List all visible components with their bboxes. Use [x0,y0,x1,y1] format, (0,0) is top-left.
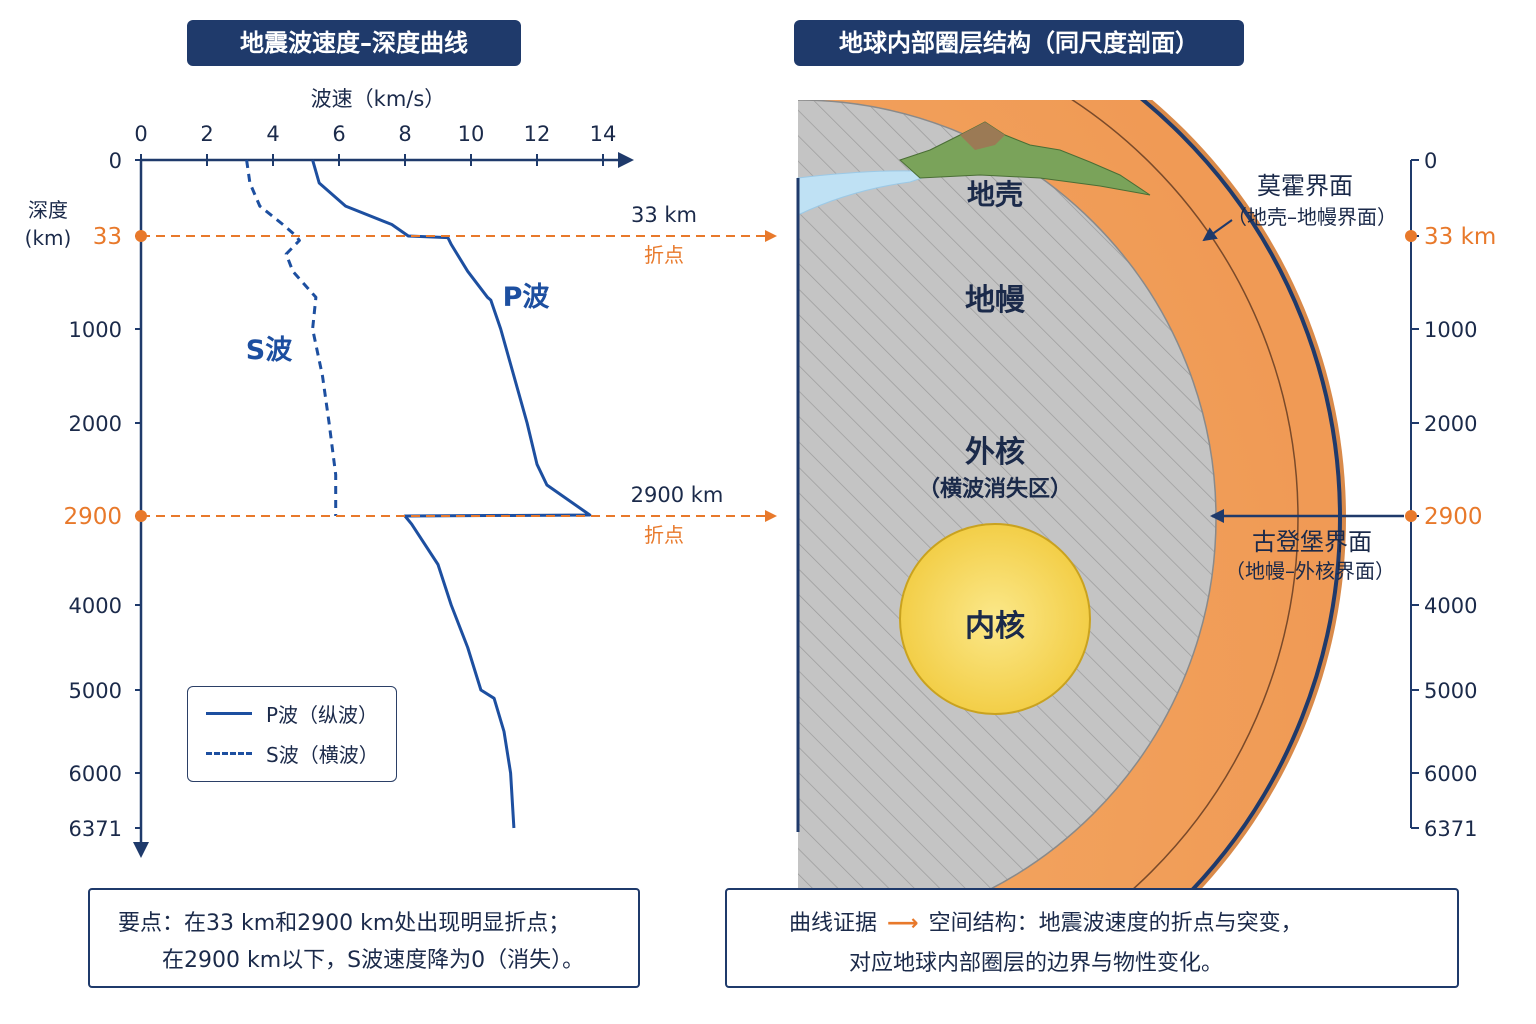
earth-cross-section [798,100,1346,900]
y-axis-label-line2: (km) [25,226,72,250]
mountain-peak-shape [960,122,1005,150]
right-tick-dot [1405,230,1417,242]
y-tick-label: 1000 [69,318,122,342]
connector-33-dot [135,230,147,242]
conclusion-line1: 曲线证据 ⟶ 空间结构：地震波速度的折点与突变， [789,905,1303,937]
left-panel-title: 地震波速度–深度曲线 [187,20,521,66]
key-points-box: 要点：在33 km和2900 km处出现明显折点； 在2900 km以下，S波速… [88,888,640,988]
right-tick-label: 6371 [1424,817,1477,841]
inner-core-disc [899,523,1091,715]
right-tick-label: 33 km [1424,224,1496,250]
x-tick-label: 8 [398,122,411,146]
legend-label-p: P波（纵波） [266,702,379,727]
y-tick-label: 4000 [69,594,122,618]
right-tick-label: 5000 [1424,679,1477,703]
arrow-right-icon: ⟶ [887,911,919,936]
x-tick-label: 0 [134,122,147,146]
right-tick-label: 4000 [1424,594,1477,618]
right-tick-label: 0 [1424,149,1437,173]
x-tick-label: 4 [266,122,279,146]
chart-legend: P波（纵波） S波（横波） [187,686,397,782]
dashed-line-icon [206,751,252,755]
conclusion-left-text: 曲线证据 [789,911,878,936]
outer-core-label: 外核 [965,435,1025,470]
connector-2900-label: 折点 [644,523,684,547]
y-tick-label: 6371 [69,817,122,841]
right-tick-label: 2900 [1424,504,1483,530]
connector-33-value: 33 km [631,203,697,227]
p-wave-annotation: P波 [503,282,551,313]
crust-label: 地壳 [967,178,1023,211]
connector-2900-value: 2900 km [631,483,724,507]
key-points-line1: 要点：在33 km和2900 km处出现明显折点； [118,911,571,936]
y-tick-label: 2000 [69,412,122,436]
conclusion-box: 曲线证据 ⟶ 空间结构：地震波速度的折点与突变， 对应地球内部圈层的边界与物性变化。 [725,888,1459,988]
crust-inner-boundary [1070,100,1299,900]
right-tick-dot [1405,510,1417,522]
legend-item-p: P波（纵波） [206,701,379,727]
legend-item-s: S波（横波） [206,741,379,767]
gutenberg-name: 古登堡界面 [1252,528,1372,556]
s-wave-annotation: S波 [246,335,293,366]
moho-desc: （地壳–地幔界面） [1227,205,1397,229]
legend-label-s: S波（横波） [266,742,379,767]
conclusion-line2: 对应地球内部圈层的边界与物性变化。 [849,951,1224,976]
x-tick-label: 10 [458,122,485,146]
y-axis-label-line1: 深度 [28,198,68,222]
y-axis-arrow-icon [133,842,149,858]
velocity-depth-chart: 波速（km/s） 深度 (km) 0 2 4 6 8 10 12 14 0 33 1000 2000… [25,87,777,858]
x-axis-label: 波速（km/s） [311,87,446,111]
right-tick-label: 2000 [1424,412,1477,436]
y-tick-label: 2900 [63,504,122,530]
right-tick-label: 1000 [1424,318,1477,342]
inner-core-label: 内核 [965,609,1025,644]
x-tick-label: 6 [332,122,345,146]
y-tick-label: 5000 [69,679,122,703]
moho-arrow [1202,219,1233,242]
x-tick-label: 14 [590,122,617,146]
connector-2900-dot [135,510,147,522]
conclusion-right-text: 空间结构：地震波速度的折点与突变， [928,911,1303,936]
right-tick-label: 6000 [1424,762,1477,786]
x-tick-label: 12 [524,122,551,146]
surface-landscape [797,121,1151,216]
right-panel-title: 地球内部圈层结构（同尺度剖面） [794,20,1244,66]
gutenberg-desc: （地幔–外核界面） [1225,559,1395,583]
mountain-shape [899,121,1151,196]
outer-core-note: （横波消失区） [918,477,1072,502]
y-tick-label: 6000 [69,762,122,786]
connector-33-label: 折点 [644,243,684,267]
right-depth-scale: 0 33 km 1000 2000 2900 4000 5000 6000 6371 [1405,149,1496,841]
y-tick-label: 33 [93,224,122,250]
s-wave-line [245,159,338,516]
key-points-line2: 在2900 km以下，S波速度降为0（消失）。 [162,948,585,973]
moho-name: 莫霍界面 [1257,172,1353,200]
y-tick-label: 0 [109,149,122,173]
x-tick-label: 2 [200,122,213,146]
mantle-label: 地幔 [965,283,1026,318]
solid-line-icon [206,711,252,715]
x-axis-arrow-icon [618,152,634,168]
